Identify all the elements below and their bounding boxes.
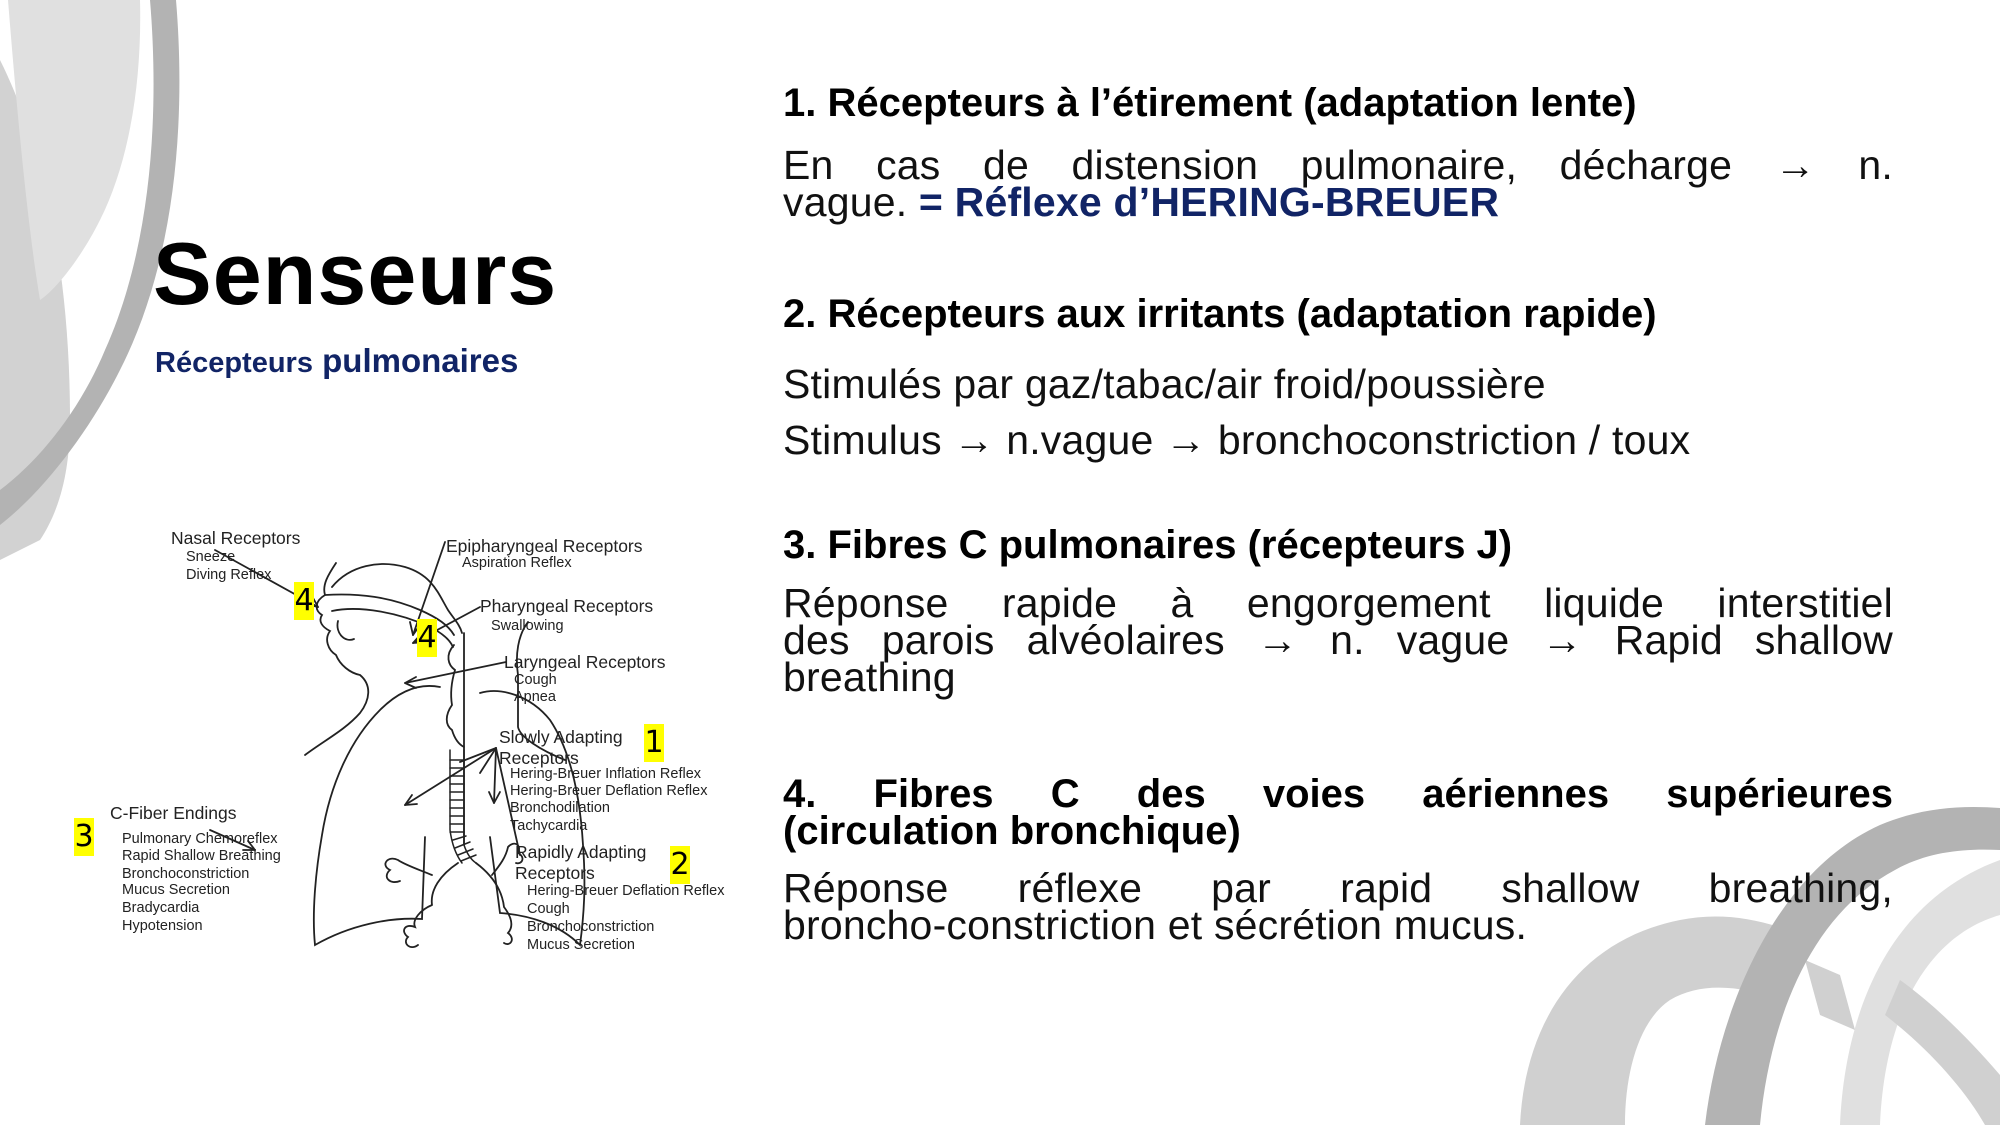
section-2-body: Stimulés par gaz/tabac/air froid/poussiè… <box>783 356 1893 468</box>
section-3-body: Réponse rapide à engorgement liquide int… <box>783 580 1893 700</box>
label-hypotension: Hypotension <box>122 918 203 934</box>
label-nasal-receptors: Nasal Receptors <box>171 528 301 548</box>
label-slowly-receptors: Receptors <box>499 748 579 768</box>
section-2-body-line2: Stimulus → n.vague → bronchoconstriction… <box>783 417 1691 463</box>
respiratory-receptors-diagram: Nasal Receptors Sneeze Diving Reflex Epi… <box>60 515 760 965</box>
deco-arc-right-connector <box>1805 960 1855 1030</box>
label-cough: Cough <box>514 672 557 688</box>
label-rapid-hb-deflation: Hering-Breuer Deflation Reflex <box>527 883 725 899</box>
subtitle-part1: Récepteurs <box>155 347 313 379</box>
section-1-heading: 1. Récepteurs à l’étirement (adaptation … <box>783 81 1637 125</box>
label-bronchodilation: Bronchodilation <box>510 800 610 816</box>
slide-subtitle: Récepteurs pulmonaires <box>155 344 518 378</box>
section-3-heading: 3. Fibres C pulmonaires (récepteurs J) <box>783 523 1513 567</box>
section-1-body-line2: vague. = Réflexe d’HERING-BREUER <box>783 182 1893 223</box>
label-hb-inflation: Hering-Breuer Inflation Reflex <box>510 766 702 782</box>
label-rapid-shallow-breathing: Rapid Shallow Breathing <box>122 848 281 864</box>
label-pulmonary-chemoreflex: Pulmonary Chemoreflex <box>122 831 278 847</box>
label-slowly-adapting: Slowly Adapting <box>499 727 623 747</box>
section-4-heading-line2: (circulation bronchique) <box>783 809 1241 853</box>
label-epipharyngeal-receptors: Epipharyngeal Receptors <box>446 536 643 556</box>
deco-arc-left-light <box>8 0 141 300</box>
label-rapid-bronchoconstriction: Bronchoconstriction <box>527 919 655 935</box>
label-tachycardia: Tachycardia <box>510 818 588 834</box>
label-apnea: Apnea <box>514 689 556 705</box>
badge-pharyngeal: 4 <box>417 619 437 657</box>
airway-lung-illustration <box>209 541 586 949</box>
label-diving-reflex: Diving Reflex <box>186 567 272 583</box>
deco-arc-right-mid <box>1520 916 1800 1125</box>
label-hb-deflation: Hering-Breuer Deflation Reflex <box>510 783 708 799</box>
section-3-body-line3: breathing <box>783 654 956 700</box>
label-aspiration-reflex: Aspiration Reflex <box>462 555 572 571</box>
label-rapid-cough: Cough <box>527 901 570 917</box>
section-4-body-line1: Réponse réflexe par rapid shallow breath… <box>783 865 1893 911</box>
subtitle-part2: pulmonaires <box>322 342 519 379</box>
section-2-heading: 2. Récepteurs aux irritants (adaptation … <box>783 292 1657 336</box>
label-swallowing: Swallowing <box>491 618 564 634</box>
deco-arc-left-mid <box>0 60 70 560</box>
label-bradycardia: Bradycardia <box>122 900 200 916</box>
badge-rapidly-adapting: 2 <box>670 846 690 884</box>
hering-breuer-reflex-highlight: = Réflexe d’HERING-BREUER <box>918 179 1500 225</box>
label-c-fiber-endings: C-Fiber Endings <box>110 803 237 823</box>
section-4-heading: 4. Fibres C des voies aériennes supérieu… <box>783 772 1893 853</box>
section-2-body-line1: Stimulés par gaz/tabac/air froid/poussiè… <box>783 361 1546 407</box>
label-cfiber-bronchoconstriction: Bronchoconstriction <box>122 866 250 882</box>
label-rapid-mucus: Mucus Secretion <box>527 937 635 953</box>
label-rapidly-adapting: Rapidly Adapting <box>515 842 647 862</box>
deco-arc-right-dark <box>1705 806 2000 1125</box>
badge-c-fiber: 3 <box>74 818 94 856</box>
badge-nasal: 4 <box>294 582 314 620</box>
label-sneeze: Sneeze <box>186 549 236 565</box>
section-1-body-line1: En cas de distension pulmonaire, décharg… <box>783 142 1893 188</box>
label-rapidly-receptors: Receptors <box>515 863 595 883</box>
label-cfiber-mucus: Mucus Secretion <box>122 882 230 898</box>
label-pharyngeal-receptors: Pharyngeal Receptors <box>480 596 654 616</box>
label-laryngeal-receptors: Laryngeal Receptors <box>504 652 666 672</box>
section-4-body-line2: broncho-constriction et sécrétion mucus. <box>783 902 1528 948</box>
slide-title: Senseurs <box>153 224 558 323</box>
section-4-heading-line1: 4. Fibres C des voies aériennes supérieu… <box>783 772 1893 816</box>
section-1-body-prefix: vague. <box>783 179 908 225</box>
section-3-body-line2: des parois alvéolaires → n. vague → Rapi… <box>783 617 1893 663</box>
section-4-body: Réponse réflexe par rapid shallow breath… <box>783 865 1893 948</box>
deco-arc-right-diag <box>1885 980 2000 1125</box>
badge-slowly-adapting: 1 <box>644 724 664 762</box>
section-3-body-line1: Réponse rapide à engorgement liquide int… <box>783 580 1893 626</box>
section-1-body: En cas de distension pulmonaire, décharg… <box>783 142 1893 223</box>
